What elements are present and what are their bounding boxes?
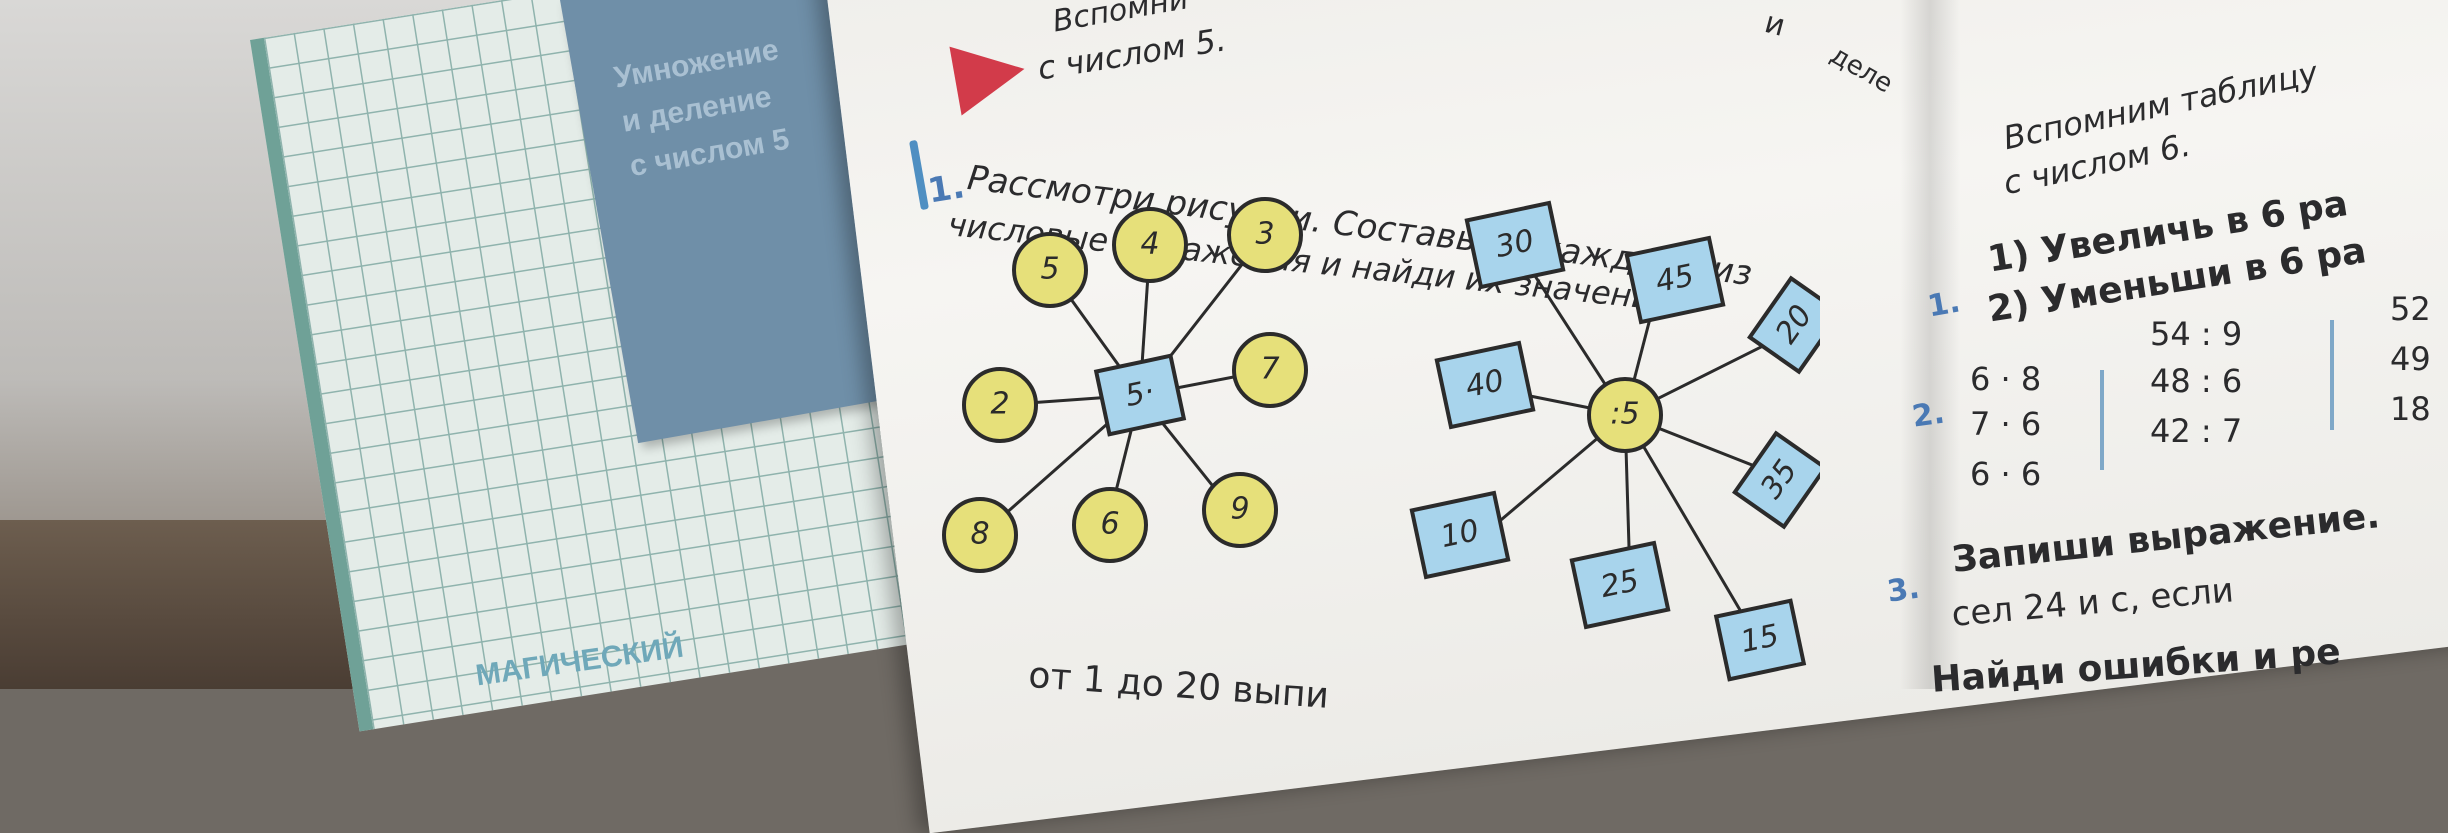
right-node-2-label: 45	[1652, 258, 1697, 300]
right-task3-number: 3.	[1885, 570, 1922, 610]
right-task1-number: 1.	[1925, 284, 1963, 325]
section-flag-icon	[949, 34, 1031, 116]
left-center-label: 5·	[1122, 374, 1157, 414]
left-node-8-label: 9	[1230, 492, 1249, 527]
right-node-7-label: 25	[1597, 563, 1642, 605]
t2-col3-item1: 52	[2390, 290, 2431, 328]
left-node-2: 4	[1112, 207, 1188, 283]
right-node-4-label: 40	[1462, 363, 1507, 405]
right-node-2: 45	[1624, 235, 1726, 325]
t2-col1-item1: 6 · 8	[1970, 360, 2042, 398]
right-node-6: 10	[1409, 490, 1511, 580]
left-node-1: 5	[1012, 232, 1088, 308]
left-node-4-label: 2	[990, 387, 1009, 422]
left-node-6-label: 8	[970, 517, 989, 552]
right-node-1-label: 30	[1492, 223, 1537, 265]
left-node-5-label: 7	[1260, 352, 1279, 387]
right-center-label: :5	[1610, 397, 1639, 432]
right-center-node: :5	[1587, 377, 1663, 453]
right-node-8-label: 15	[1737, 618, 1782, 660]
right-node-3: 20	[1746, 275, 1844, 375]
right-node-8: 15	[1713, 598, 1807, 682]
t2-divider1	[2100, 370, 2104, 470]
t2-col2-item1: 54 : 9	[2150, 315, 2243, 353]
right-node-5: 35	[1731, 430, 1829, 530]
right-task2-number: 2.	[1910, 395, 1947, 435]
page-gutter	[1900, 0, 1960, 689]
right-node-7: 25	[1569, 540, 1671, 630]
left-node-4: 2	[962, 367, 1038, 443]
t2-col3-item3: 18	[2390, 390, 2431, 428]
left-node-3: 3	[1227, 197, 1303, 273]
left-node-2-label: 4	[1140, 227, 1159, 262]
right-node-1: 30	[1464, 200, 1566, 290]
t2-col3-item2: 49	[2390, 340, 2431, 378]
left-node-5: 7	[1232, 332, 1308, 408]
t2-divider2	[2330, 320, 2334, 430]
right-node-6-label: 10	[1437, 513, 1482, 555]
left-node-7-label: 6	[1100, 507, 1119, 542]
left-node-1-label: 5	[1040, 252, 1059, 287]
task1-diagrams: 5· 5 4 3 2 7 8 6 9 :5 30 45 20 40 35 10 …	[940, 180, 1844, 700]
diagram-svg: 5· 5 4 3 2 7 8 6 9 :5 30 45 20 40 35 10 …	[942, 197, 1844, 682]
t2-col1-item3: 6 · 6	[1970, 455, 2042, 493]
right-node-4: 40	[1434, 340, 1536, 430]
left-node-7: 6	[1072, 487, 1148, 563]
left-node-6: 8	[942, 497, 1018, 573]
left-node-3-label: 3	[1255, 217, 1274, 252]
t2-col1-item2: 7 · 6	[1970, 405, 2042, 443]
t2-col2-item2: 48 : 6	[2150, 362, 2243, 400]
t2-col2-item3: 42 : 7	[2150, 412, 2243, 450]
left-center-node: 5·	[1093, 353, 1187, 437]
left-node-8: 9	[1202, 472, 1278, 548]
